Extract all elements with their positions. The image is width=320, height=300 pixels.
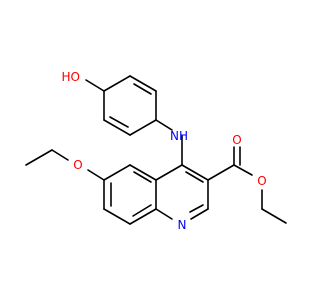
bond (51, 149, 69, 161)
bond (87, 169, 105, 181)
bond (190, 208, 209, 220)
bond (129, 208, 157, 225)
amine-label: NH (170, 129, 188, 143)
bond (133, 83, 152, 95)
ester-oxygen-label: O (257, 174, 266, 188)
bond (103, 119, 131, 136)
bond (185, 171, 204, 183)
carbonyl-oxygen-label: O (232, 133, 241, 147)
bond (132, 204, 152, 217)
bond (103, 208, 131, 225)
bond (129, 164, 157, 181)
bond (133, 171, 152, 183)
hydroxyl-label: HO (62, 70, 80, 84)
structure-svg: HO NH O O O N (25, 70, 287, 232)
molecule-structure: HO NH O O O N (25, 70, 287, 232)
bond (181, 164, 209, 181)
bond (25, 149, 53, 166)
bond (129, 75, 157, 92)
bond (189, 204, 204, 213)
bond (233, 164, 253, 176)
bond (109, 116, 129, 128)
atom-labels: HO NH O O O N (62, 70, 267, 232)
bond (103, 164, 131, 181)
bond (155, 119, 173, 131)
ring-nitrogen-label: N (178, 218, 187, 232)
bonds (25, 75, 287, 225)
bond (261, 208, 287, 224)
bond (155, 208, 173, 220)
bond (129, 119, 157, 136)
ether-oxygen-label: O (73, 158, 82, 172)
bond (85, 79, 105, 92)
bond (155, 164, 183, 181)
bond (103, 75, 131, 92)
bond (207, 164, 235, 181)
